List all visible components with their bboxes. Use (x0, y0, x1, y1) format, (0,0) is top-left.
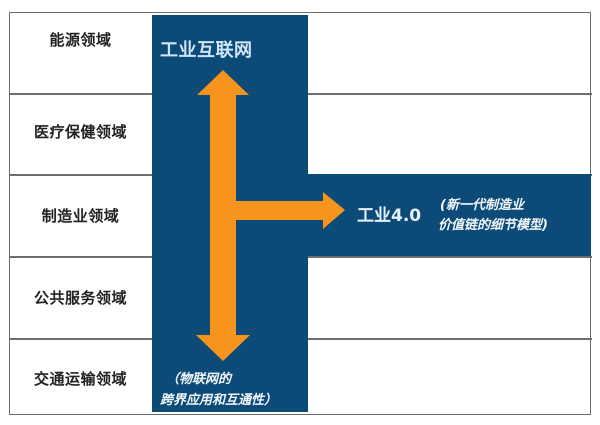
down-arrow-icon (196, 335, 250, 361)
row-label-manufacturing: 制造业领域 (41, 207, 120, 225)
row-label-healthcare: 医疗保健领域 (33, 123, 127, 141)
industrial-internet-subtitle: （物联网的 跨界应用和互通性） (160, 369, 277, 411)
industry-4-subtitle-line2: 价值链的细节模型) (438, 218, 548, 233)
row-label-public-services: 公共服务领域 (33, 289, 127, 307)
industry-4-title: 工业4.0 (357, 206, 422, 226)
vertical-shaft (210, 94, 236, 339)
up-arrow-icon (197, 70, 249, 95)
industrial-internet-subtitle-line2: 跨界应用和互通性） (160, 393, 278, 408)
row-label-energy: 能源领域 (49, 31, 112, 49)
right-arrow-icon (323, 192, 345, 229)
industry-4-band (306, 174, 591, 256)
industry-4-subtitle: (新一代制造业 价值链的细节模型) (438, 196, 548, 236)
industrial-internet-subtitle-line1: （物联网的 (166, 372, 232, 387)
industry-4-subtitle-line1: (新一代制造业 (440, 198, 524, 213)
industrial-internet-title: 工业互联网 (160, 40, 253, 61)
horizontal-shaft (235, 201, 325, 220)
row-label-transportation: 交通运输领域 (33, 370, 127, 388)
